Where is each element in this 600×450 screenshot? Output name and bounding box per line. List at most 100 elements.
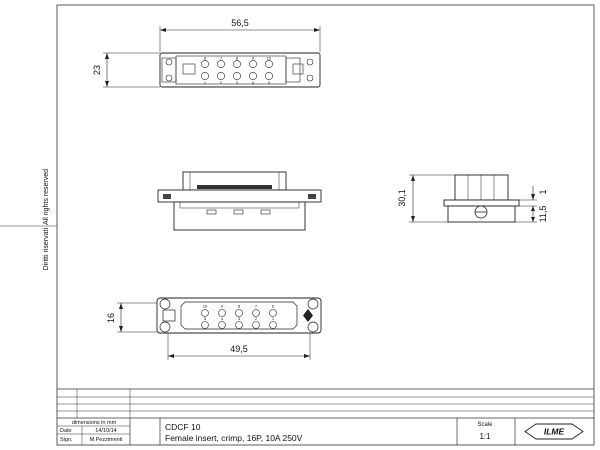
- sign-value: M.Pezzimenti: [89, 437, 122, 443]
- pin-number: 2: [255, 316, 258, 321]
- screw-icon: [163, 194, 171, 199]
- left-flange: [161, 57, 177, 83]
- slot-icon: [233, 209, 244, 215]
- outline-line: [179, 201, 300, 209]
- pin-number: 10: [267, 56, 272, 61]
- contact-icon: [217, 72, 225, 80]
- side-lower-dimension: 11,5: [538, 206, 548, 223]
- contact-field: [180, 301, 298, 330]
- arrow-icon: [531, 217, 535, 222]
- pin-number: 9: [221, 304, 224, 309]
- part-code: CDCF 10: [165, 422, 201, 432]
- ground-terminal-icon: [182, 63, 196, 75]
- arrow-icon: [160, 28, 166, 32]
- ground-terminal-icon: [162, 309, 176, 322]
- sign-label: Sign.: [60, 437, 73, 443]
- mounting-hole-icon: [307, 321, 319, 333]
- ground-contact-icon: [303, 309, 313, 322]
- pin-number: 7: [255, 304, 258, 309]
- date-label: Date: [60, 428, 72, 434]
- contact-icon: [201, 321, 209, 329]
- contact-icon: [201, 309, 209, 317]
- pin-number: 9: [252, 56, 255, 61]
- contact-icon: [201, 60, 209, 68]
- contact-row-strip: [197, 185, 272, 189]
- pin-number: 1: [204, 80, 207, 85]
- scale-value: 1:1: [479, 432, 491, 441]
- top-view: 56,5 23 6 7 8 9 10: [92, 18, 321, 88]
- contact-icon: [265, 72, 273, 80]
- arrow-icon: [531, 194, 535, 200]
- front-view: [157, 171, 322, 231]
- screw-icon: [308, 194, 316, 199]
- rights-reserved-it-note: Diritti riservati: [43, 228, 50, 271]
- side-lower-body: [447, 205, 516, 223]
- front-lower-body: [173, 201, 306, 231]
- sheet-border: [56, 4, 595, 446]
- pin-number: 4: [221, 316, 224, 321]
- arrow-icon: [314, 28, 320, 32]
- top-height-dimension: 23: [92, 65, 102, 75]
- contact-icon: [252, 309, 260, 317]
- arrow-icon: [411, 175, 415, 181]
- part-description: Female insert, crimp, 16P, 10A 250V: [165, 433, 303, 443]
- mounting-hole-icon: [307, 298, 319, 310]
- contact-icon: [217, 60, 225, 68]
- logo-text: ILME: [544, 427, 565, 437]
- date-value: 14/10/14: [95, 428, 116, 434]
- slot-icon: [260, 209, 271, 215]
- right-flange: [285, 57, 301, 83]
- contact-icon: [233, 72, 241, 80]
- arrow-icon: [304, 354, 310, 358]
- mounting-hole-icon: [159, 321, 171, 333]
- dimensions-note: dimensions in mm: [72, 420, 117, 426]
- bottom-view: 16 10 9 8 7 6 5 4 3 2 1: [106, 297, 322, 360]
- arrow-icon: [531, 206, 535, 211]
- side-flange: [443, 199, 520, 207]
- screw-icon: [165, 74, 173, 82]
- contact-icon: [252, 321, 260, 329]
- side-height-dimension: 30,1: [397, 189, 407, 207]
- pin-number: 8: [238, 304, 241, 309]
- arrow-icon: [105, 81, 109, 87]
- screw-icon: [306, 58, 314, 66]
- screw-icon: [165, 58, 173, 66]
- slot-icon: [206, 209, 217, 215]
- arrow-icon: [105, 53, 109, 59]
- screw-icon: [306, 74, 314, 82]
- contact-icon: [218, 309, 226, 317]
- arrow-icon: [119, 326, 123, 332]
- arrow-icon: [168, 354, 174, 358]
- pin-number: 5: [268, 80, 271, 85]
- pin-number: 6: [272, 304, 275, 309]
- front-flange: [157, 189, 322, 203]
- pin-number: 6: [204, 56, 207, 61]
- contact-icon: [235, 321, 243, 329]
- pin-number: 5: [204, 316, 207, 321]
- pin-number: 1: [272, 316, 275, 321]
- logo-icon: [524, 423, 584, 440]
- bottom-view-body: [156, 297, 322, 334]
- side-view: 30,1 1 11,5: [397, 174, 548, 223]
- contact-icon: [269, 309, 277, 317]
- pin-number: 3: [236, 80, 239, 85]
- pin-number: 7: [220, 56, 223, 61]
- contact-icon: [235, 309, 243, 317]
- contact-icon: [201, 72, 209, 80]
- bottom-height-dimension: 16: [106, 313, 116, 323]
- pin-number: 2: [220, 80, 223, 85]
- contact-icon: [249, 60, 257, 68]
- arrow-icon: [119, 303, 123, 309]
- pin-number: 10: [203, 304, 208, 309]
- rights-reserved-note: All rights reserved: [43, 169, 50, 225]
- pin-number: 8: [236, 56, 239, 61]
- scale-label: Scale: [477, 422, 493, 428]
- contact-icon: [269, 321, 277, 329]
- bottom-width-dimension: 49,5: [230, 344, 248, 354]
- top-width-dimension: 56,5: [231, 18, 249, 28]
- pin-number: 3: [238, 316, 241, 321]
- contact-icon: [249, 72, 257, 80]
- ground-terminal-icon: [292, 63, 304, 75]
- mounting-hole-icon: [159, 298, 171, 310]
